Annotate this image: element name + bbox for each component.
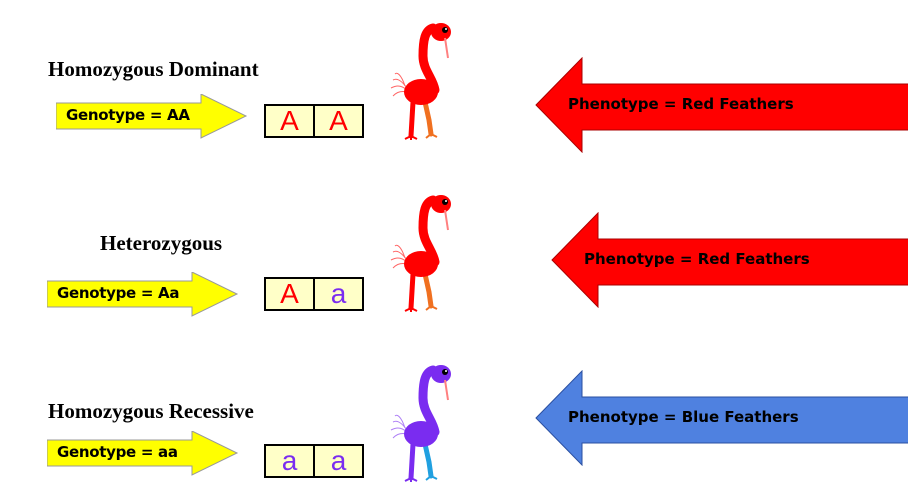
allele: A [313, 105, 362, 136]
allele: a [313, 278, 362, 309]
genotype-label: Genotype = aa [57, 443, 178, 461]
allele: A [280, 278, 299, 309]
phenotype-label: Phenotype = Blue Feathers [568, 408, 799, 426]
allele-box: a a [264, 444, 364, 478]
allele: a [281, 445, 298, 476]
genotype-arrow: Genotype = AA [56, 94, 256, 140]
row-title-homozygous-recessive: Homozygous Recessive [48, 399, 254, 423]
phenotype-arrow: Phenotype = Red Feathers [534, 57, 908, 153]
flamingo-purple-icon [385, 362, 465, 487]
phenotype-arrow: Phenotype = Red Feathers [550, 212, 908, 308]
row-title-heterozygous: Heterozygous [100, 231, 223, 255]
flamingo-red-icon [385, 192, 465, 317]
genotype-label: Genotype = AA [66, 106, 190, 124]
row-title-homozygous-dominant: Homozygous Dominant [48, 57, 259, 81]
allele-box: A a [264, 277, 364, 311]
genotype-label: Genotype = Aa [57, 284, 180, 302]
allele: A [280, 105, 299, 136]
flamingo-red-icon [385, 20, 465, 145]
allele-box: A A [264, 104, 364, 138]
phenotype-arrow: Phenotype = Blue Feathers [534, 370, 908, 466]
allele: a [313, 445, 362, 476]
phenotype-label: Phenotype = Red Feathers [584, 250, 810, 268]
genotype-arrow: Genotype = Aa [47, 272, 247, 318]
genotype-arrow: Genotype = aa [47, 431, 247, 477]
phenotype-label: Phenotype = Red Feathers [568, 95, 794, 113]
